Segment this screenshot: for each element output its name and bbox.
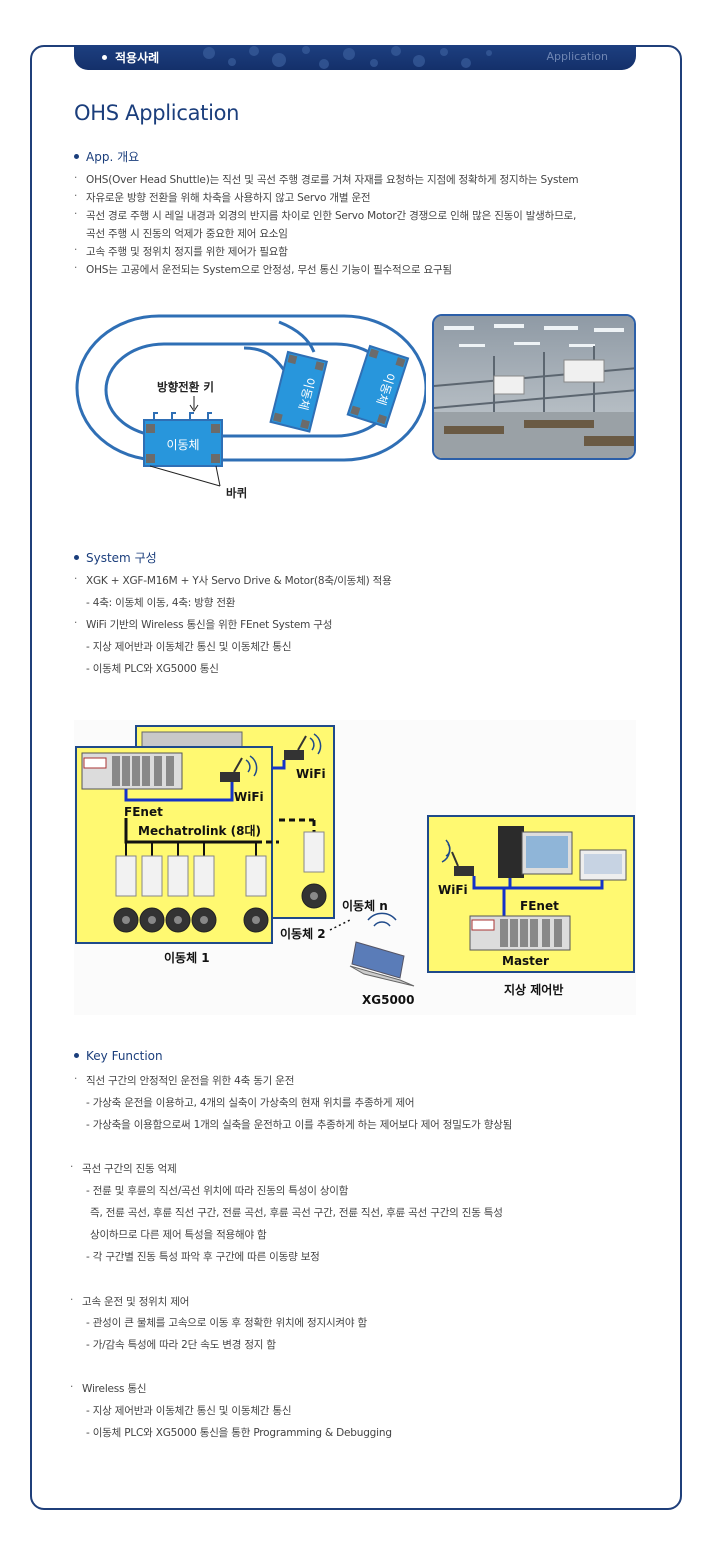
key-function-heading: Key Function	[74, 1049, 163, 1063]
overview-line: 고속 주행 및 정위치 정지를 위한 제어가 필요함	[86, 246, 288, 258]
overview-line: 자유로운 방향 전환을 위해 차축을 사용하지 않고 Servo 개별 운전	[86, 192, 371, 204]
overview-heading: App. 개요	[74, 148, 139, 165]
fenet-label-2: FEnet	[520, 899, 559, 913]
key-function-line: - 가/감속 특성에 따라 2단 속도 변경 정지 함	[86, 1339, 276, 1351]
vehicle-label-main: 이동체	[166, 438, 199, 452]
wifi-access-point-icon	[284, 733, 322, 760]
section-tab-bar: 적용사례 Application	[74, 45, 636, 70]
system-line: - 4축: 이동체 이동, 4축: 방향 전환	[86, 597, 236, 609]
direction-key-label: 방향전환 키	[157, 380, 214, 394]
key-function-line: - 지상 제어반과 이동체간 통신 및 이동체간 통신	[86, 1405, 292, 1417]
fenet-label-1: FEnet	[124, 805, 163, 819]
wifi-label-3: WiFi	[438, 883, 468, 897]
key-function-line: - 각 구간별 진동 특성 파악 후 구간에 따른 이동량 보정	[86, 1251, 320, 1263]
wheel-label: 바퀴	[226, 486, 247, 500]
vehicle-rotated-2: 이동체	[346, 344, 410, 429]
key-function-line: - 이동체 PLC와 XG5000 통신을 통한 Programming & D…	[86, 1427, 392, 1439]
pc-icon	[498, 826, 573, 878]
overview-line: OHS(Over Head Shuttle)는 직선 및 곡선 주행 경로를 거…	[86, 174, 579, 186]
page-title: OHS Application	[74, 101, 240, 125]
ohs-track-diagram: 이동체 이동체 이동체 방향전환 키 바퀴	[75, 314, 426, 500]
key-function-line: 상이하므로 다른 제어 특성을 적용해야 함	[90, 1229, 267, 1241]
system-line: XGK + XGF-M16M + Y사 Servo Drive & Motor(…	[86, 575, 392, 587]
key-function-title: 고속 운전 및 정위치 제어	[82, 1296, 190, 1308]
section-tab-label: 적용사례	[102, 49, 159, 66]
key-function-title: Wireless 통신	[82, 1383, 147, 1395]
section-tab-english: Application	[546, 50, 608, 63]
key-function-line: 즉, 전륜 곡선, 후륜 직선 구간, 전륜 곡선, 후륜 곡선 구간, 전륜 …	[90, 1207, 503, 1219]
system-heading: System 구성	[74, 549, 157, 566]
mechatrolink-label: Mechatrolink (8대)	[138, 824, 261, 838]
key-function-line: - 가상축을 이용함으로써 1개의 실축을 운전하고 이를 추종하게 하는 제어…	[86, 1119, 513, 1131]
key-function-line: - 관성이 큰 물체를 고속으로 이동 후 정확한 위치에 정지시켜야 함	[86, 1317, 367, 1329]
overview-line: 곡선 경로 주행 시 레일 내경과 외경의 반지름 차이로 인한 Servo M…	[86, 210, 577, 222]
master-plc-rack	[469, 915, 571, 951]
vehicle-n-label: 이동체 n	[342, 898, 388, 913]
vehicle-rotated-1: 이동체	[269, 350, 329, 433]
key-function-line: - 전륜 및 후륜의 직선/곡선 위치에 따라 진동의 특성이 상이함	[86, 1185, 349, 1197]
wifi-access-point-icon	[441, 839, 474, 876]
plc-rack	[81, 752, 183, 790]
master-label: Master	[502, 954, 549, 968]
wifi-label-2: WiFi	[296, 767, 326, 781]
tab-decoration	[203, 46, 492, 69]
ground-panel-label: 지상 제어반	[504, 982, 563, 997]
system-line: - 지상 제어반과 이동체간 통신 및 이동체간 통신	[86, 641, 292, 653]
hmi-display-icon	[579, 849, 627, 881]
key-function-title: 곡선 구간의 진동 억제	[82, 1163, 177, 1175]
wifi-access-point-icon	[220, 755, 258, 782]
factory-photo	[432, 314, 636, 460]
wifi-label-1: WiFi	[234, 790, 264, 804]
xg5000-label: XG5000	[362, 993, 415, 1007]
vehicle-2-label: 이동체 2	[280, 926, 326, 941]
vehicle-main: 이동체	[143, 412, 223, 467]
vehicle-1-label: 이동체 1	[164, 950, 210, 965]
system-line: WiFi 기반의 Wireless 통신을 위한 FEnet System 구성	[86, 619, 333, 631]
key-function-line: - 가상축 운전을 이용하고, 4개의 실축이 가상축의 현재 위치를 추종하게…	[86, 1097, 415, 1109]
system-line: - 이동체 PLC와 XG5000 통신	[86, 663, 219, 675]
system-configuration-diagram: WiFi WiFi FEnet Mechatrolink (8대) 이동체 1 …	[74, 720, 636, 1015]
overview-line: OHS는 고공에서 운전되는 System으로 안정성, 무선 통신 기능이 필…	[86, 264, 452, 276]
overview-line: 곡선 주행 시 진동의 억제가 중요한 제어 요소임	[86, 228, 288, 240]
servo-drive-icon	[115, 831, 325, 897]
laptop-icon	[349, 912, 415, 987]
key-function-title: 직선 구간의 안정적인 운전을 위한 4축 동기 운전	[86, 1075, 295, 1087]
